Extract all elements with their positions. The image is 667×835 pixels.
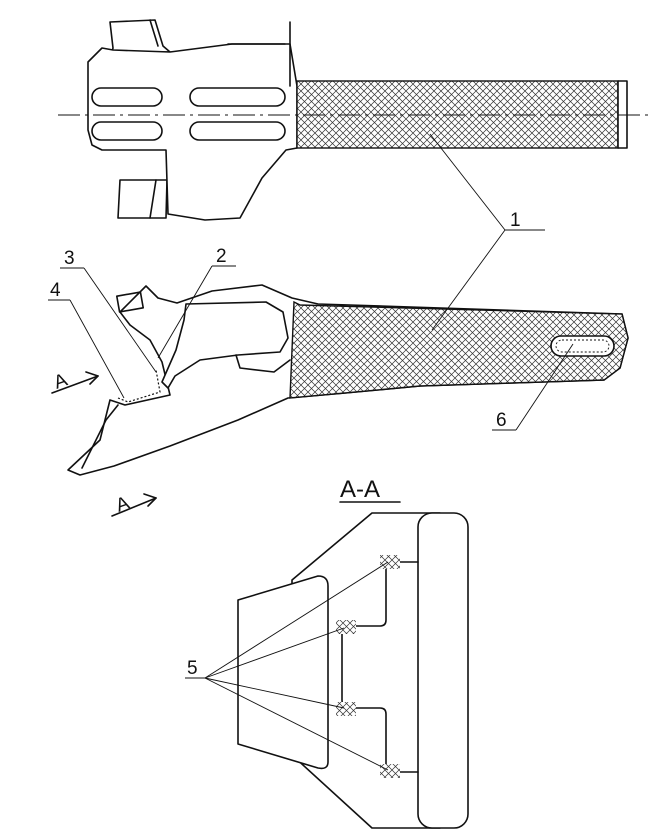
slot-3 bbox=[189, 87, 286, 107]
label-6: 6 bbox=[496, 410, 507, 431]
hook-arm bbox=[161, 301, 289, 389]
slot-4 bbox=[189, 121, 286, 141]
section-mark-2: A bbox=[113, 493, 132, 517]
leader-lines bbox=[48, 133, 574, 771]
label-3: 3 bbox=[64, 248, 75, 269]
weld-seam bbox=[117, 369, 161, 403]
top-lower-lug bbox=[117, 179, 168, 219]
section-view bbox=[237, 512, 469, 829]
label-1: 1 bbox=[510, 210, 521, 231]
label-2: 2 bbox=[216, 246, 227, 267]
top-view bbox=[58, 19, 650, 221]
section-plate bbox=[417, 512, 469, 829]
side-hatched-shank bbox=[289, 300, 629, 399]
top-upper-lug bbox=[109, 19, 171, 53]
label-4: 4 bbox=[50, 280, 61, 301]
section-mark-1: A bbox=[51, 370, 70, 394]
label-5: 5 bbox=[187, 658, 198, 679]
square-hole bbox=[115, 291, 145, 313]
side-oblong bbox=[550, 335, 615, 357]
section-step bbox=[341, 561, 419, 773]
slot-2 bbox=[91, 121, 163, 141]
section-block bbox=[237, 575, 329, 770]
section-title: A-A bbox=[340, 476, 380, 503]
weld-spot-4 bbox=[380, 764, 400, 778]
top-hatched-shank bbox=[296, 80, 619, 149]
weld-spot-3 bbox=[336, 702, 356, 716]
weld-spot-2 bbox=[336, 620, 356, 634]
top-shank-end bbox=[617, 80, 628, 149]
weld-spot-1 bbox=[380, 555, 400, 569]
slot-1 bbox=[91, 87, 163, 107]
section-arrows bbox=[51, 371, 157, 517]
side-view bbox=[67, 284, 629, 476]
